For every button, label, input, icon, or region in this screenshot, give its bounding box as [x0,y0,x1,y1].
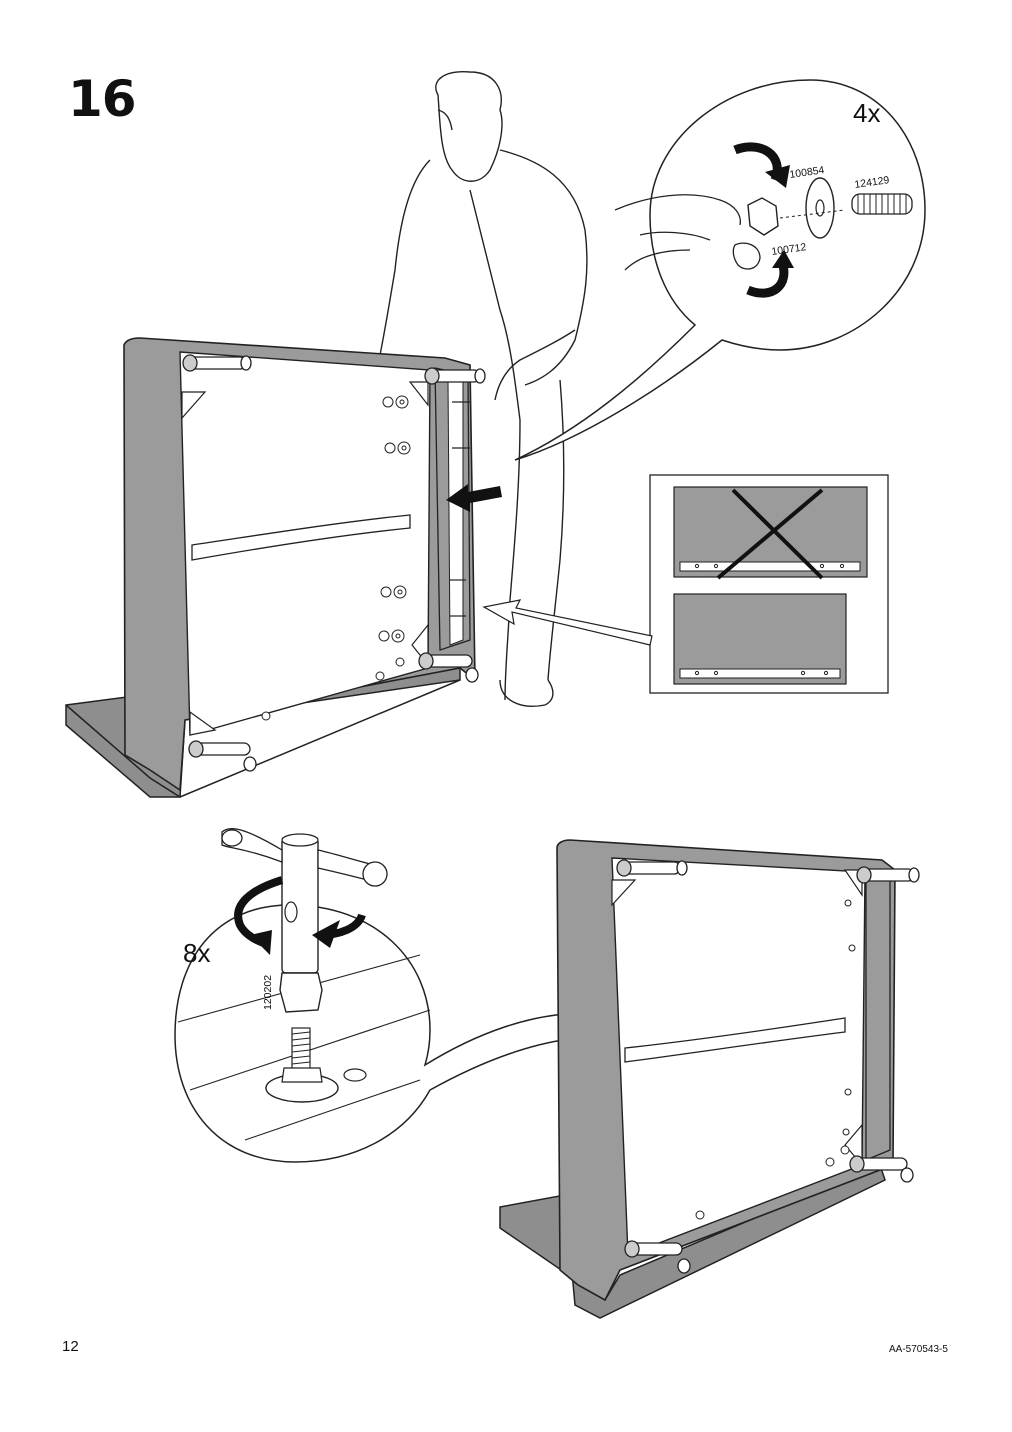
page-number: 12 [62,1338,79,1355]
detail-callout-top [514,79,926,461]
orientation-inset [649,474,889,694]
part-number-nut: 100712 [771,241,808,258]
part-number-tool: 120202 [262,975,274,1010]
wrong-cross-icon [731,488,824,580]
multiplier-label-top: 4x [853,98,880,128]
detail-callout-bottom [174,828,723,1163]
step-number: 16 [68,70,137,128]
multiplier-label-bottom: 8x [183,938,210,968]
person-figure [379,71,588,707]
part-number-bolt: 124129 [854,174,891,191]
push-arrow [446,484,502,512]
document-code: AA-570543-5 [889,1344,948,1355]
part-number-washer: 100854 [789,164,826,181]
sofa-frame-top [65,337,486,798]
reference-arrow [482,599,653,646]
sofa-frame-bottom [499,839,920,1319]
